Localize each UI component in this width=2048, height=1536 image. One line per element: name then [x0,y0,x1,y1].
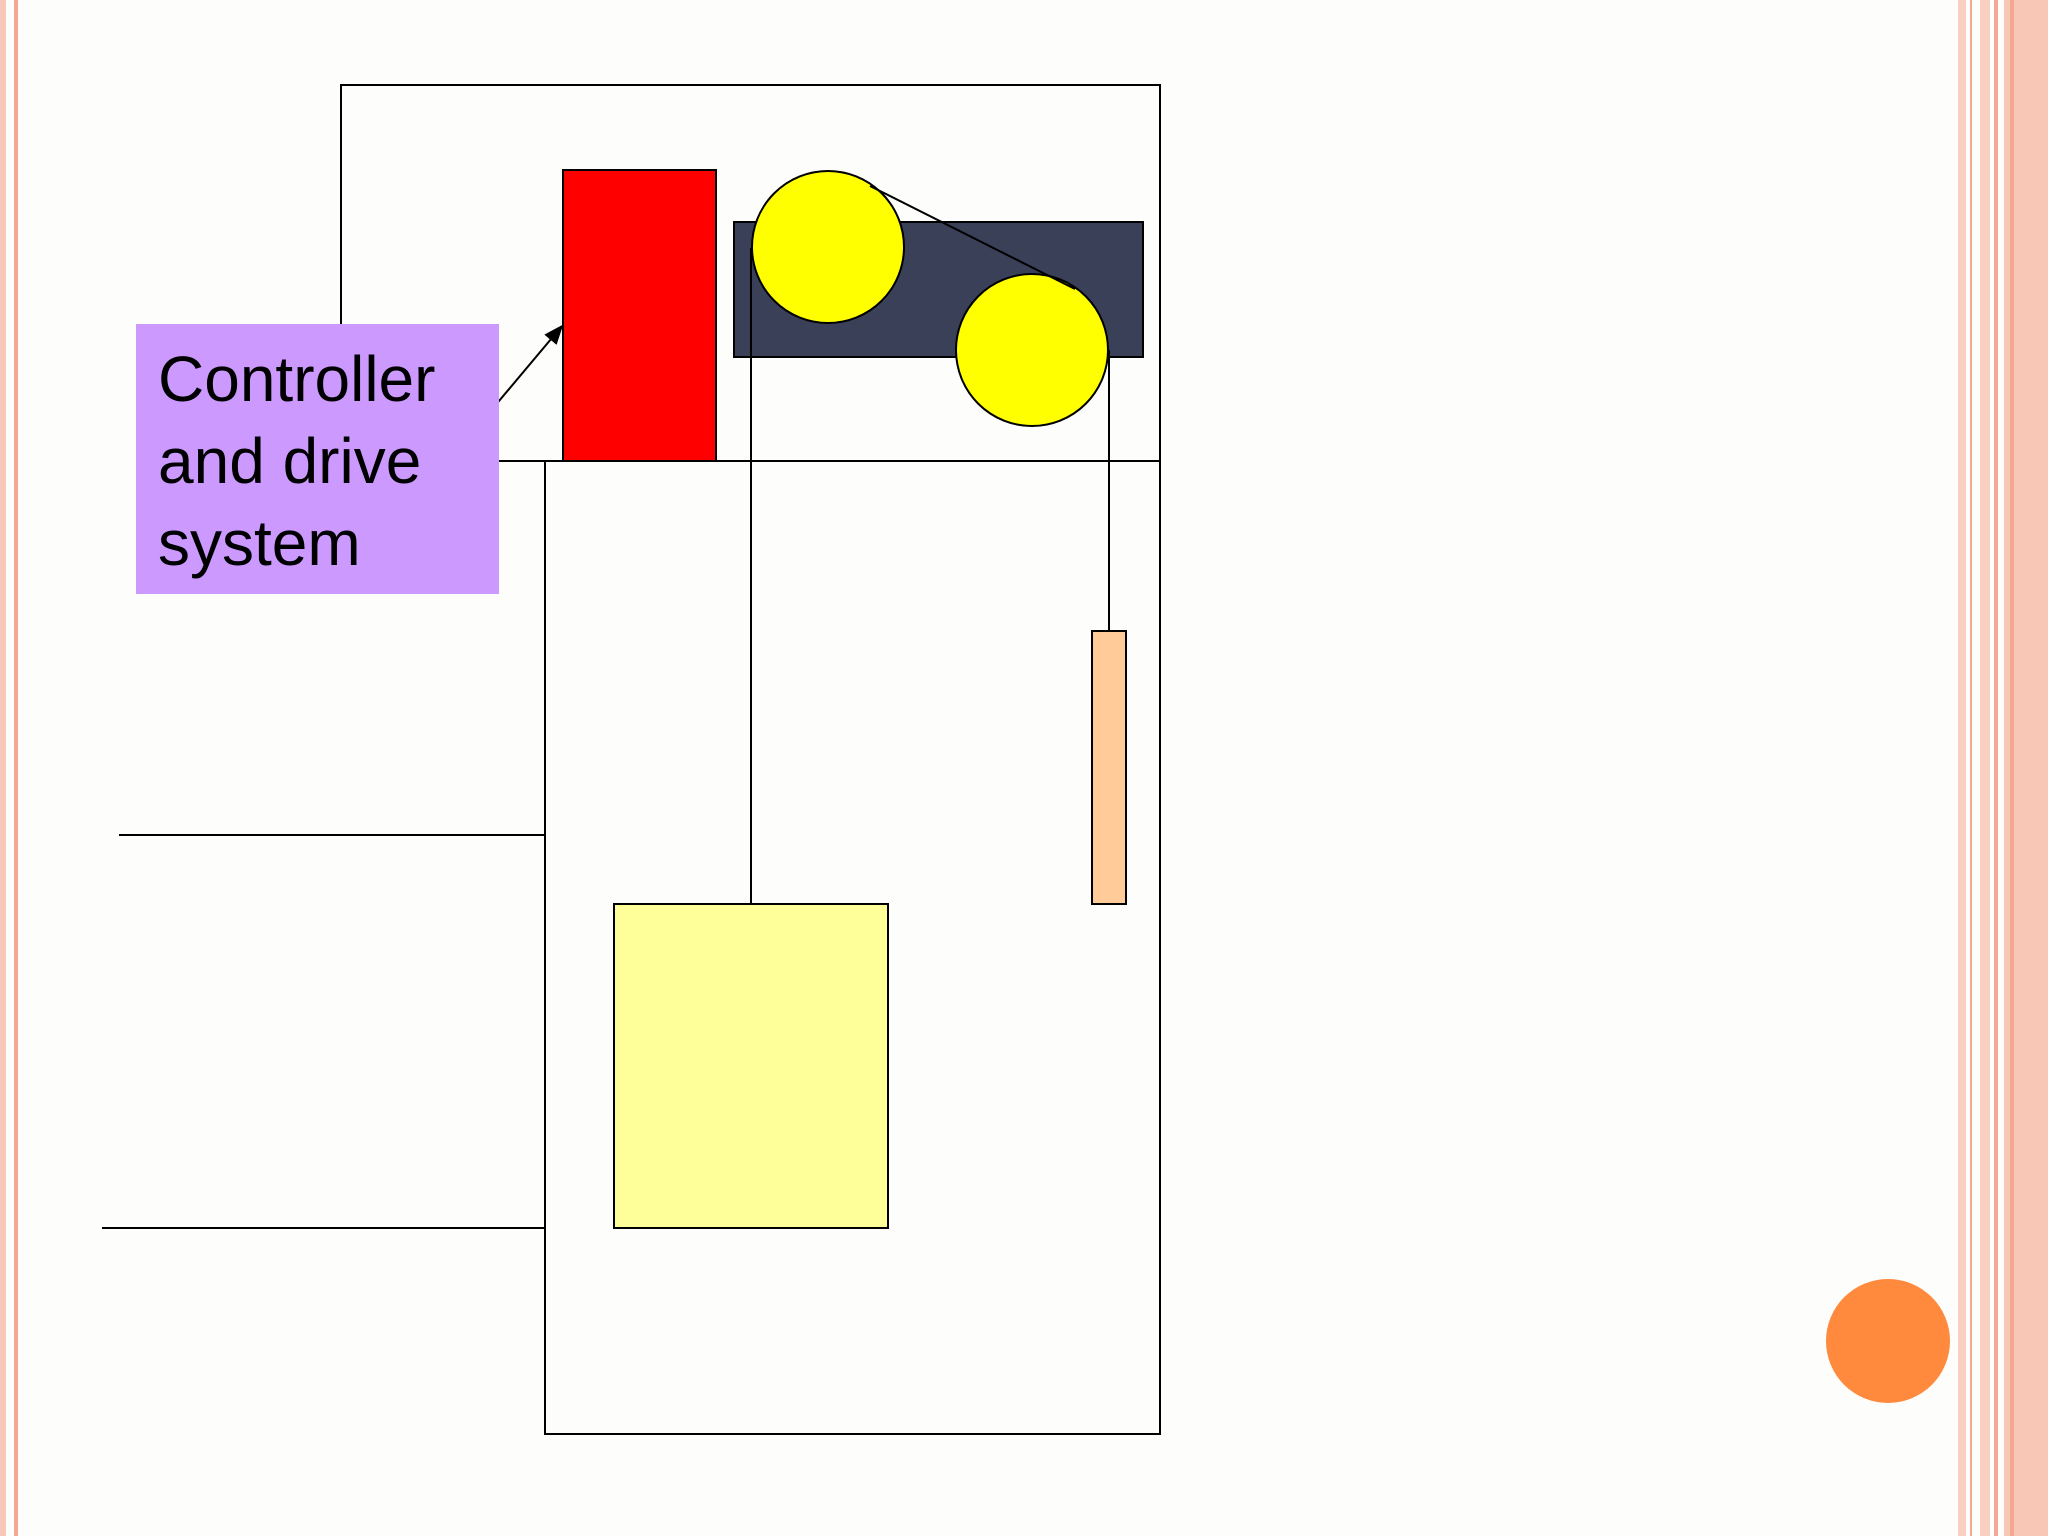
elevator-car [613,903,889,1229]
deflector-sheave [955,273,1109,427]
hoistway [544,460,1161,1435]
controller-drive-cabinet [562,169,717,462]
drive-sheave [751,170,905,324]
counterweight [1091,630,1127,905]
left-border-stripes [0,0,18,1536]
callout-line-2: and drive [158,425,422,497]
controller-drive-callout: Controller and drive system [136,324,499,594]
callout-line-3: system [158,507,361,579]
right-border-stripes [1958,0,2048,1536]
callout-line-1: Controller [158,343,436,415]
sheave-belt [869,185,1076,290]
accent-dot [1826,1279,1950,1403]
